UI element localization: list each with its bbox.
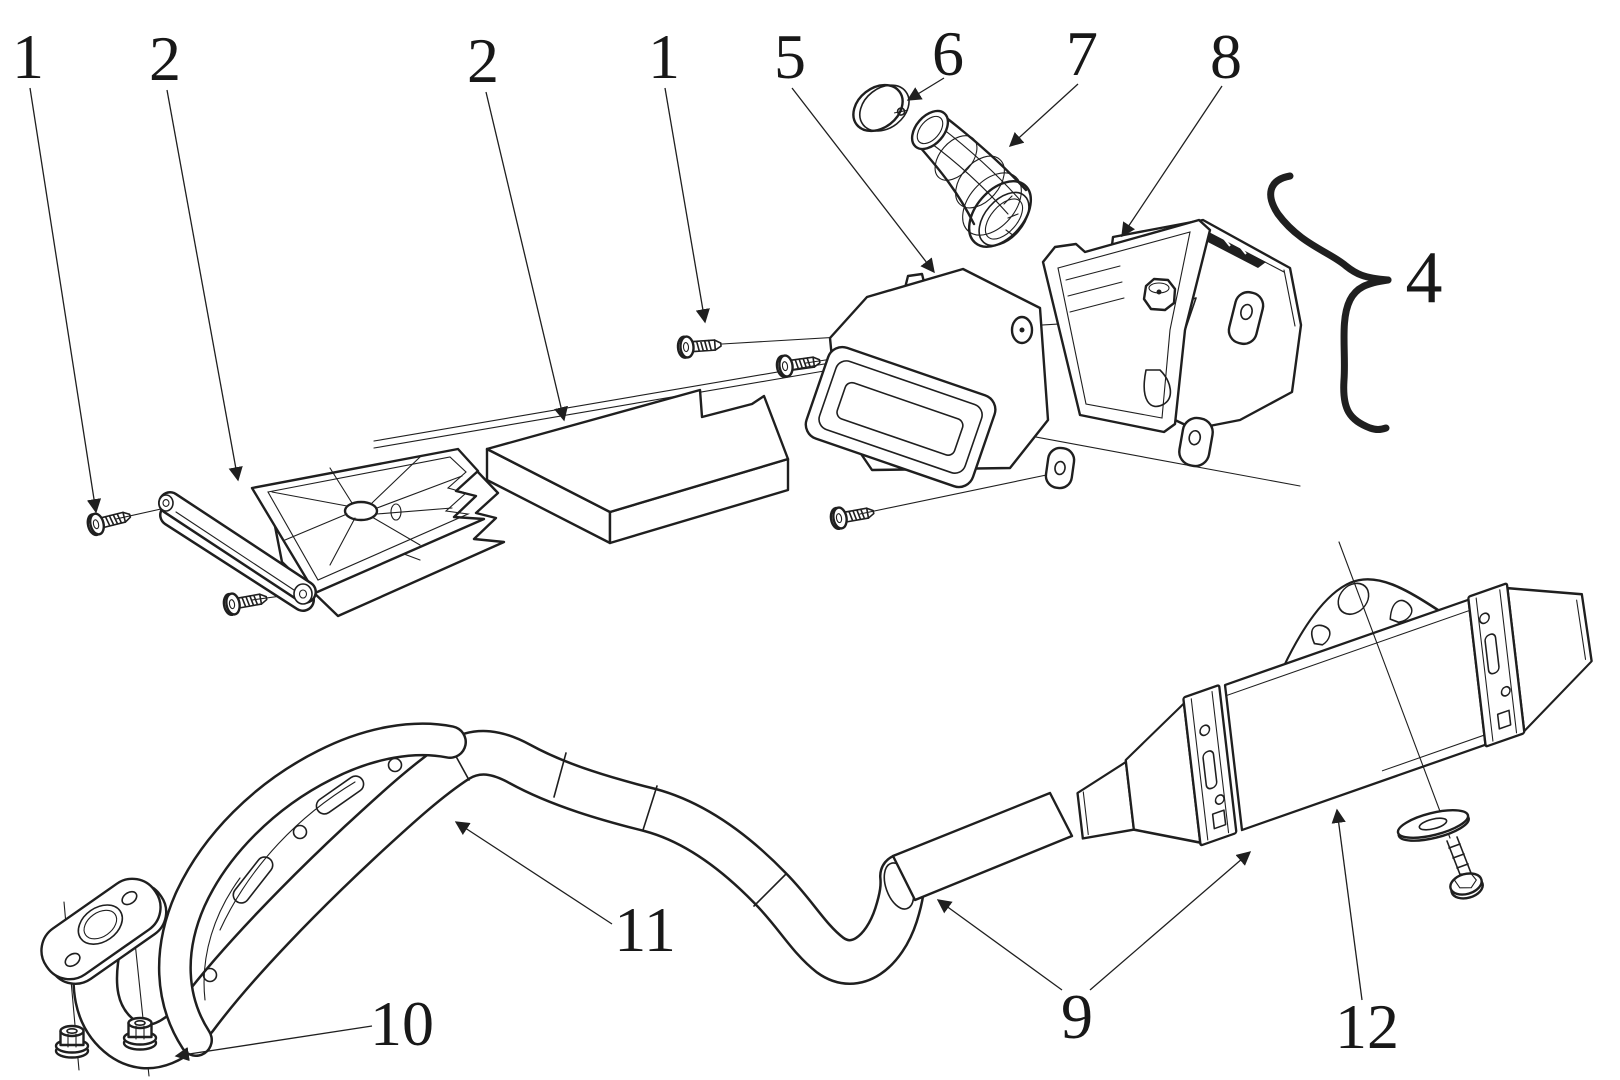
callout-8: 8 — [1210, 21, 1242, 92]
shield-plate-drawing — [158, 447, 506, 618]
intake-boot-drawing — [910, 109, 1034, 248]
exhaust-assembly-drawing — [40, 541, 1593, 1077]
washer-drawing — [1396, 809, 1470, 842]
bolt-axis-line — [1338, 541, 1451, 839]
intake-assembly-drawing — [84, 83, 1392, 618]
exhaust-flange-drawing — [40, 877, 168, 985]
leader-8 — [1121, 85, 1223, 238]
airbox-tabs-drawing — [1044, 290, 1265, 490]
callout-4: 4 — [1406, 237, 1443, 319]
assembly-brace — [1267, 172, 1392, 433]
mid-pipe-drawing — [891, 791, 1074, 902]
leader-1b — [664, 87, 710, 324]
leader-10 — [174, 1025, 373, 1062]
callout-12: 12 — [1335, 991, 1399, 1062]
leader-11 — [454, 821, 613, 925]
callout-5: 5 — [774, 21, 806, 92]
callout-2a: 2 — [149, 23, 181, 94]
leader-2a — [166, 89, 243, 482]
callout-10: 10 — [370, 988, 434, 1059]
header-pipe-drawing — [72, 729, 926, 1070]
callout-7: 7 — [1066, 18, 1098, 89]
callout-1a: 1 — [12, 21, 44, 92]
leader-1a — [29, 87, 102, 514]
hose-clamp-drawing — [852, 83, 910, 133]
pipe-heat-shield-drawing — [157, 722, 467, 1057]
leader-7 — [1008, 83, 1079, 147]
foam-pad-drawing — [485, 388, 790, 545]
callout-11: 11 — [614, 894, 676, 965]
leader-12 — [1331, 808, 1363, 1001]
airbox-frame-drawing — [1041, 218, 1212, 434]
callout-leaders — [29, 77, 1363, 1062]
callout-labels: 1 2 2 1 5 6 7 8 4 9 10 11 12 — [12, 18, 1443, 1062]
leader-2b — [485, 91, 568, 422]
airbox-body-drawing — [804, 267, 1050, 489]
callout-2b: 2 — [467, 25, 499, 96]
callout-9: 9 — [1061, 981, 1093, 1052]
leader-6 — [906, 77, 945, 101]
airbox-knob-drawing — [1142, 277, 1177, 312]
leader-9a — [936, 899, 1063, 991]
callout-6: 6 — [932, 18, 964, 89]
leader-9b — [1089, 851, 1252, 991]
flange-bolt-drawing — [1446, 836, 1484, 900]
callout-1b: 1 — [648, 21, 680, 92]
muffler-drawing — [1076, 578, 1593, 847]
leader-5 — [791, 87, 935, 274]
